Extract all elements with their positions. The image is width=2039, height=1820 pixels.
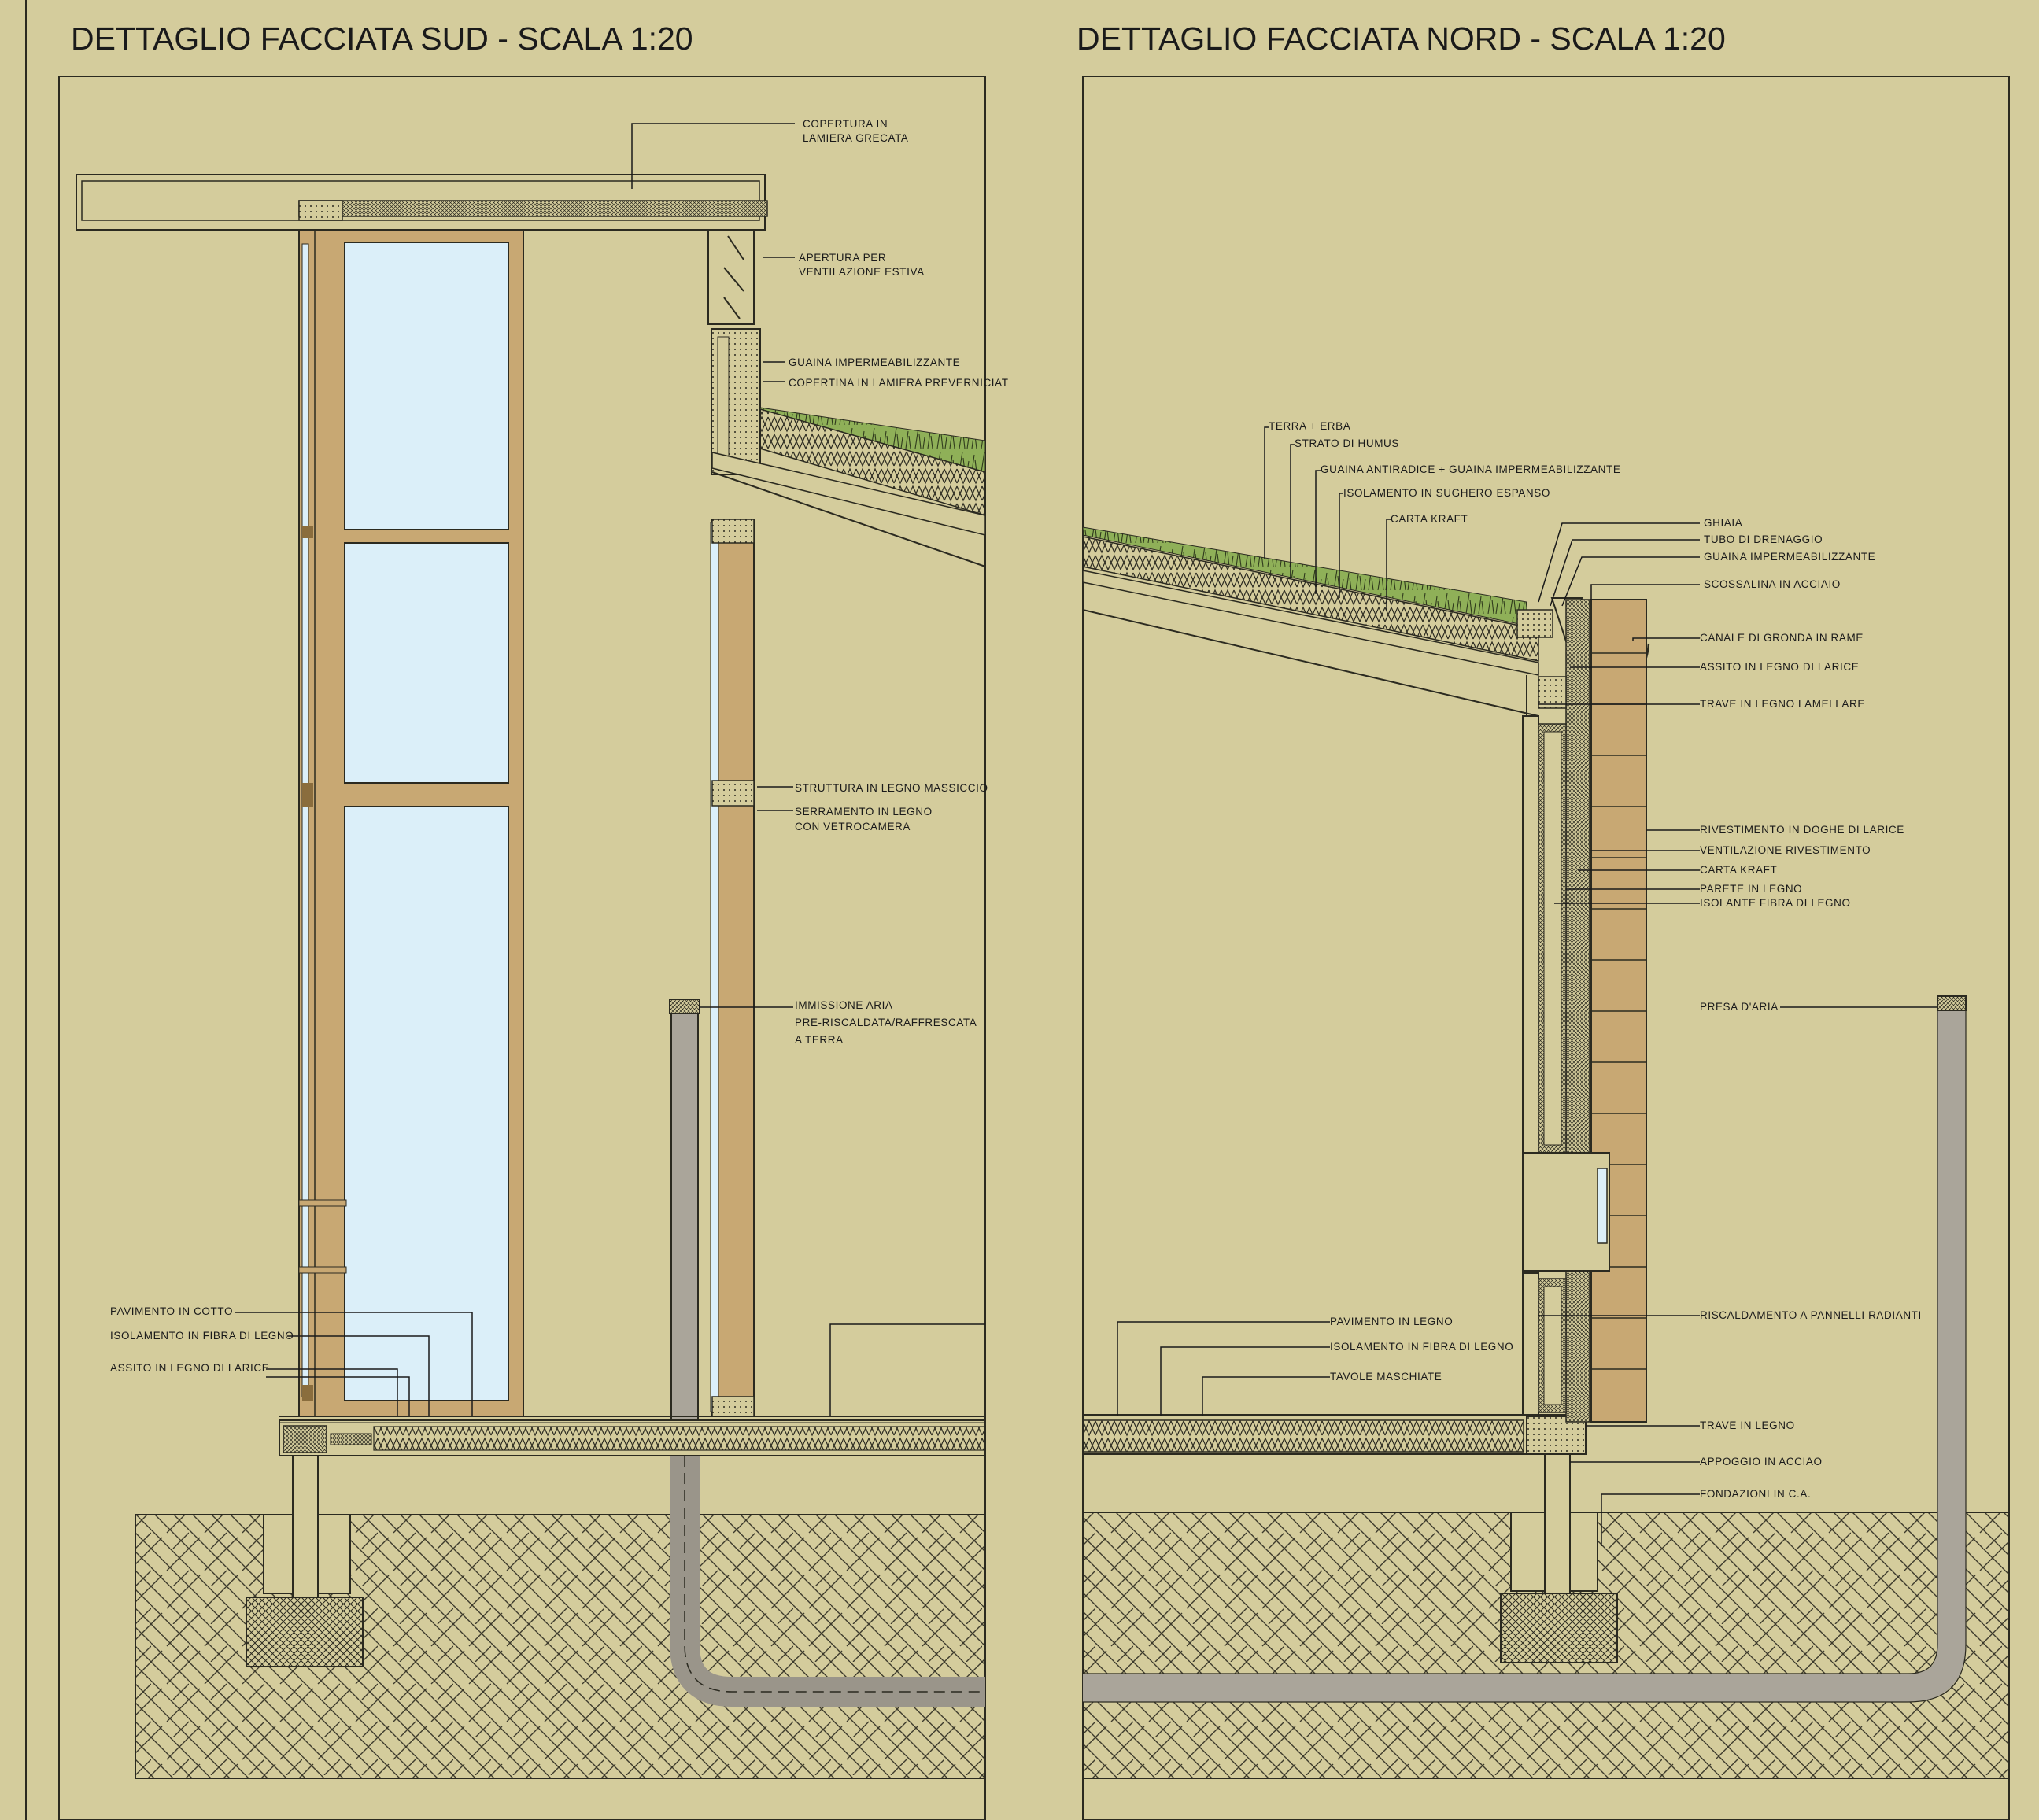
label-strato-humus: STRATO DI HUMUS: [1295, 437, 1399, 449]
label-apertura-2: VENTILAZIONE ESTIVA: [799, 266, 925, 278]
label-copertura-2: LAMIERA GRECATA: [803, 132, 909, 144]
label-guaina-sud: GUAINA IMPERMEABILIZZANTE: [789, 356, 960, 368]
label-struttura: STRUTTURA IN LEGNO MASSICCIO: [795, 782, 988, 794]
south-air-intake-grille: [669, 999, 700, 1014]
label-apertura: APERTURA PER: [799, 252, 886, 264]
label-tubo-drenaggio: TUBO DI DRENAGGIO: [1704, 533, 1823, 545]
label-immissione: IMMISSIONE ARIA: [795, 999, 893, 1011]
north-air-intake-grille: [1937, 995, 1967, 1011]
label-isolante: ISOLANTE FIBRA DI LEGNO: [1700, 897, 1851, 909]
label-ventilazione: VENTILAZIONE RIVESTIMENTO: [1700, 844, 1871, 856]
label-carta-kraft: CARTA KRAFT: [1700, 864, 1777, 876]
label-rivestimento: RIVESTIMENTO IN DOGHE DI LARICE: [1700, 824, 1904, 836]
label-guaina-nord: GUAINA IMPERMEABILIZZANTE: [1704, 551, 1875, 563]
detail-south: COPERTURA IN LAMIERA GRECATA APERTURA PE…: [58, 76, 1009, 1820]
label-ghiaia: GHIAIA: [1704, 517, 1742, 529]
label-parete: PARETE IN LEGNO: [1700, 883, 1802, 895]
label-serramento: SERRAMENTO IN LEGNO: [795, 806, 933, 818]
north-foundation-post: [1544, 1453, 1571, 1597]
south-foundation-post: [292, 1455, 319, 1598]
north-floor-slab: [1082, 1419, 1524, 1453]
label-pavimento-legno: PAVIMENTO IN LEGNO: [1330, 1316, 1453, 1327]
south-glass-pane-bottom: [344, 806, 509, 1401]
south-glass-pane-middle: [344, 542, 509, 784]
label-riscaldamento: RISCALDAMENTO A PANNELLI RADIANTI: [1700, 1309, 1922, 1321]
south-viewport-frame: [58, 76, 986, 1820]
south-foundation-footing: [246, 1597, 364, 1667]
south-wall-column: [711, 519, 755, 1417]
label-carta-kraft-roof: CARTA KRAFT: [1391, 513, 1468, 525]
south-air-duct-riser: [670, 1006, 699, 1425]
label-presa-aria: PRESA D'ARIA: [1700, 1001, 1779, 1013]
label-isolamento-sud: ISOLAMENTO IN FIBRA DI LEGNO: [110, 1330, 294, 1342]
north-labels: TERRA + ERBA STRATO DI HUMUS GUAINA ANTI…: [1269, 420, 1922, 1500]
label-tavole: TAVOLE MASCHIATE: [1330, 1371, 1442, 1383]
label-immissione-2: PRE-RISCALDATA/RAFFRESCATA: [795, 1017, 977, 1028]
title-facciata-nord: DETTAGLIO FACCIATA NORD - SCALA 1:20: [1077, 20, 1726, 57]
label-appoggio: APPOGGIO IN ACCIAO: [1700, 1456, 1823, 1467]
north-air-duct: [1083, 1007, 1966, 1702]
label-guaina-antiradice: GUAINA ANTIRADICE + GUAINA IMPERMEABILIZ…: [1321, 463, 1620, 475]
north-gravel: [1516, 609, 1553, 638]
label-terra-erba: TERRA + ERBA: [1269, 420, 1350, 432]
label-scossalina: SCOSSALINA IN ACCIAIO: [1704, 578, 1841, 590]
south-glass-pane-top: [344, 242, 509, 530]
north-green-roof: [1082, 526, 1583, 717]
title-facciata-sud: DETTAGLIO FACCIATA SUD - SCALA 1:20: [71, 20, 693, 57]
label-canale-gronda: CANALE DI GRONDA IN RAME: [1700, 632, 1864, 644]
label-serramento-2: CON VETROCAMERA: [795, 821, 911, 832]
north-foundation-footing: [1500, 1593, 1618, 1663]
label-isolamento-sughero: ISOLAMENTO IN SUGHERO ESPANSO: [1343, 487, 1550, 499]
label-pavimento-cotto: PAVIMENTO IN COTTO: [110, 1305, 233, 1317]
south-labels: COPERTURA IN LAMIERA GRECATA APERTURA PE…: [110, 118, 1009, 1374]
south-green-roof: [711, 407, 986, 567]
label-isolamento-nord: ISOLAMENTO IN FIBRA DI LEGNO: [1330, 1341, 1513, 1353]
label-assito-nord: ASSITO IN LEGNO DI LARICE: [1700, 661, 1859, 673]
label-copertina: COPERTINA IN LAMIERA PREVERNICIAT: [789, 377, 1009, 389]
label-fondazioni: FONDAZIONI IN C.A.: [1700, 1488, 1811, 1500]
label-trave-legno: TRAVE IN LEGNO: [1700, 1419, 1795, 1431]
label-assito-sud: ASSITO IN LEGNO DI LARICE: [110, 1362, 269, 1374]
label-trave-lamellare: TRAVE IN LEGNO LAMELLARE: [1700, 698, 1865, 710]
label-copertura: COPERTURA IN: [803, 118, 888, 130]
label-immissione-3: A TERRA: [795, 1034, 844, 1046]
detail-north: TERRA + ERBA STRATO DI HUMUS GUAINA ANTI…: [1082, 76, 2010, 1820]
north-viewport-frame: [1082, 76, 2010, 1820]
north-wall-cladding: [1590, 599, 1647, 1423]
